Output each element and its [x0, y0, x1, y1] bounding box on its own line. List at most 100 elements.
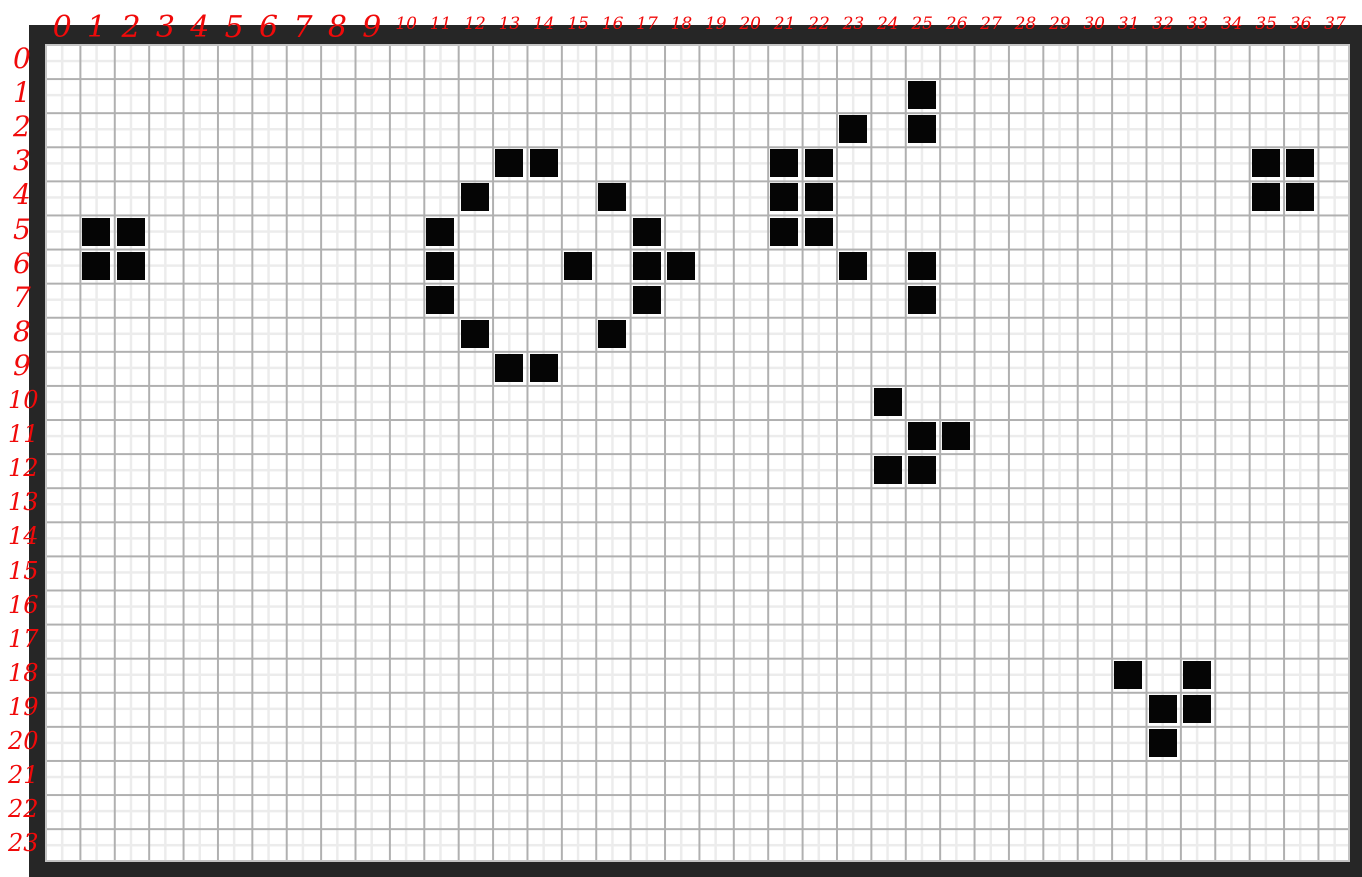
- row-label: 18: [8, 658, 39, 687]
- row-label: 14: [8, 522, 39, 551]
- column-label: 8: [327, 10, 347, 45]
- live-cell[interactable]: [529, 353, 558, 382]
- row-label: 2: [13, 110, 31, 144]
- live-cell[interactable]: [598, 319, 627, 348]
- row-label: 10: [8, 386, 39, 415]
- live-cell[interactable]: [632, 251, 661, 280]
- live-cell[interactable]: [770, 183, 799, 212]
- column-label: 26: [945, 14, 968, 34]
- live-cell[interactable]: [1148, 694, 1177, 723]
- column-label: 5: [224, 10, 244, 45]
- live-cell[interactable]: [564, 251, 592, 280]
- live-cell[interactable]: [942, 422, 971, 451]
- column-label: 29: [1048, 14, 1071, 34]
- live-cell[interactable]: [908, 456, 936, 485]
- column-label: 12: [464, 14, 486, 34]
- column-label: 9: [362, 10, 382, 45]
- live-cell[interactable]: [82, 217, 111, 246]
- column-label: 22: [808, 14, 830, 34]
- row-label: 12: [8, 454, 39, 483]
- column-label: 21: [773, 14, 796, 34]
- row-label: 20: [8, 727, 39, 756]
- column-label: 4: [190, 10, 210, 45]
- column-label: 18: [670, 14, 693, 34]
- live-cell[interactable]: [908, 285, 936, 314]
- row-label: 8: [13, 314, 31, 348]
- column-label: 15: [567, 14, 590, 34]
- row-label: 17: [8, 624, 39, 653]
- live-cell[interactable]: [1286, 183, 1315, 212]
- column-label: 11: [429, 14, 452, 34]
- live-cell[interactable]: [116, 217, 145, 246]
- row-label: 0: [13, 42, 31, 76]
- row-label: 1: [13, 76, 31, 110]
- live-cell[interactable]: [1114, 660, 1143, 689]
- live-cell[interactable]: [804, 149, 833, 178]
- live-cell[interactable]: [426, 251, 455, 280]
- live-cell[interactable]: [82, 251, 111, 280]
- row-label: 15: [8, 556, 39, 585]
- live-cell[interactable]: [839, 115, 868, 144]
- live-cell[interactable]: [529, 149, 558, 178]
- live-cell[interactable]: [1148, 729, 1177, 757]
- row-label: 3: [13, 144, 31, 178]
- column-label: 35: [1255, 14, 1278, 34]
- live-cell[interactable]: [1183, 694, 1212, 723]
- column-label: 17: [636, 14, 658, 34]
- row-label: 9: [13, 348, 31, 382]
- column-label: 24: [876, 14, 899, 34]
- column-label: 36: [1289, 14, 1312, 34]
- live-cell[interactable]: [873, 388, 902, 416]
- column-label: 27: [980, 14, 1002, 34]
- column-label: 14: [532, 14, 555, 34]
- column-label: 13: [498, 14, 521, 34]
- live-cell[interactable]: [770, 217, 799, 246]
- live-cell[interactable]: [770, 149, 799, 178]
- live-cell[interactable]: [495, 149, 524, 178]
- row-label: 21: [8, 761, 39, 790]
- live-cell[interactable]: [1183, 660, 1212, 689]
- row-label: 4: [13, 178, 31, 212]
- live-cell[interactable]: [632, 217, 661, 246]
- live-cell[interactable]: [460, 183, 489, 212]
- row-label: 16: [8, 590, 39, 619]
- live-cell[interactable]: [1252, 149, 1280, 178]
- row-label: 22: [8, 795, 39, 824]
- live-cell[interactable]: [116, 251, 145, 280]
- live-cell[interactable]: [632, 285, 661, 314]
- live-cell[interactable]: [495, 353, 524, 382]
- live-cell[interactable]: [460, 319, 489, 348]
- column-label: 7: [293, 10, 313, 45]
- column-label: 31: [1117, 14, 1140, 34]
- live-cell[interactable]: [426, 217, 455, 246]
- column-label: 2: [121, 10, 141, 45]
- row-label: 5: [13, 212, 31, 246]
- live-cell[interactable]: [908, 422, 936, 451]
- live-cell[interactable]: [1286, 149, 1315, 178]
- live-cell[interactable]: [426, 285, 455, 314]
- live-cell[interactable]: [804, 217, 833, 246]
- live-cell[interactable]: [1252, 183, 1280, 212]
- live-cell[interactable]: [908, 81, 936, 110]
- column-label: 34: [1220, 14, 1243, 34]
- column-label: 1: [87, 10, 107, 45]
- live-cell[interactable]: [873, 456, 902, 485]
- column-label: 30: [1083, 14, 1106, 34]
- column-label: 6: [259, 10, 279, 45]
- live-cell[interactable]: [667, 251, 696, 280]
- column-label: 20: [739, 14, 762, 34]
- live-cell[interactable]: [908, 115, 936, 144]
- column-label: 10: [395, 14, 418, 34]
- live-cell[interactable]: [598, 183, 627, 212]
- live-cell[interactable]: [839, 251, 868, 280]
- live-cell[interactable]: [908, 251, 936, 280]
- live-cell[interactable]: [804, 183, 833, 212]
- column-label: 3: [155, 10, 175, 45]
- row-label: 7: [13, 280, 31, 314]
- column-label: 0: [52, 10, 72, 45]
- game-of-life-board[interactable]: [45, 44, 1350, 862]
- column-label: 32: [1152, 14, 1174, 34]
- column-label: 23: [842, 14, 865, 34]
- column-label: 28: [1014, 14, 1037, 34]
- column-label: 16: [601, 14, 624, 34]
